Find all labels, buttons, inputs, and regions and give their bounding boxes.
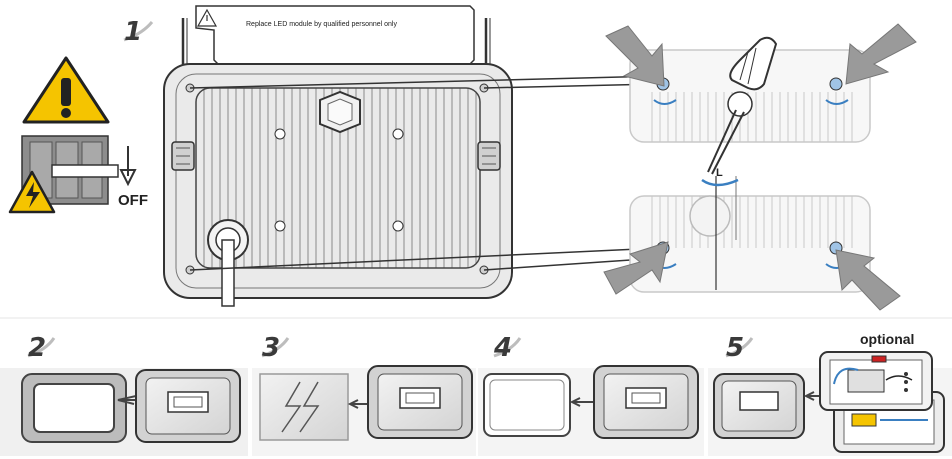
housing-frame-icon — [483, 373, 571, 437]
fixture-front-view-4 — [593, 365, 699, 439]
gasket-icon — [21, 373, 127, 443]
screwdriver-icon — [707, 36, 778, 175]
led-module-panel-icon — [259, 373, 349, 441]
step-1-number: 1 — [124, 17, 142, 47]
step-2: 2 — [0, 333, 248, 456]
step-5-number: 5 — [726, 333, 744, 363]
rotate-label: L — [716, 167, 723, 179]
warning-icon — [22, 56, 110, 124]
step-3-number: 3 — [262, 333, 280, 363]
step-4: 4 — [478, 333, 704, 456]
step-2-number: 2 — [28, 333, 46, 363]
high-voltage-icon — [8, 170, 56, 214]
optional-label: optional — [860, 331, 914, 347]
off-label: OFF — [118, 192, 148, 209]
step-4-number: 4 — [493, 333, 512, 363]
step-5: 5 optional — [708, 331, 952, 456]
fixture-front-view-3 — [367, 365, 473, 439]
fixture-back-view — [163, 63, 513, 307]
step-1-badge: 1 — [123, 17, 154, 47]
pointer-arrows — [603, 23, 917, 311]
warning-label-sticker: Replace LED module by qualified personne… — [195, 5, 475, 65]
step-3: 3 — [252, 333, 476, 456]
screw-detail-view: L — [629, 36, 871, 293]
step-1: 1 OFF Replace LED mod — [8, 5, 917, 311]
fixture-front-view-5 — [713, 373, 805, 439]
driver-box-icon — [819, 351, 945, 453]
fixture-front-view — [135, 369, 241, 443]
label-sticker-text: Replace LED module by qualified personne… — [246, 21, 397, 28]
